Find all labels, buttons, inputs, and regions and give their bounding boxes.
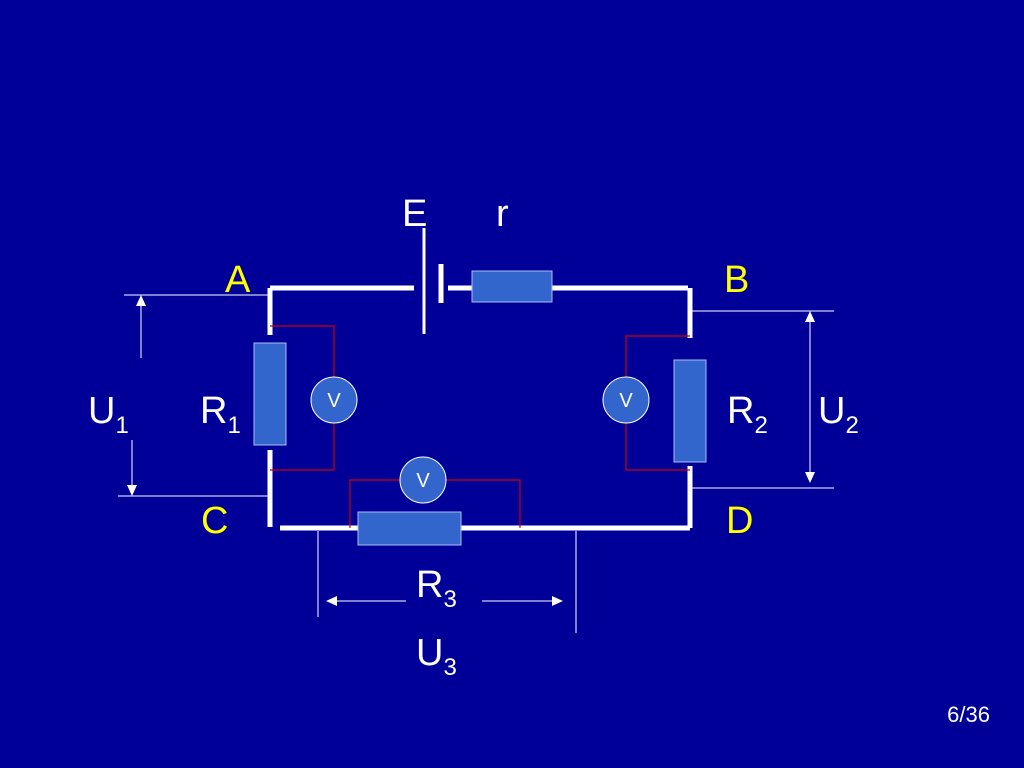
page-number: 6/36	[947, 702, 990, 727]
voltmeter-3: V	[399, 456, 447, 504]
u3-dimension	[317, 531, 577, 633]
point-b-label: B	[724, 259, 750, 301]
voltmeter-3-symbol: V	[416, 470, 430, 492]
point-d-label: D	[726, 500, 754, 542]
internal-resistor-r	[471, 270, 553, 303]
voltmeter-1: V	[310, 376, 358, 424]
u1-dimension	[118, 294, 270, 497]
u2-dimension	[690, 310, 834, 489]
r1-label: R1	[200, 390, 241, 439]
resistor-r3	[357, 511, 462, 546]
resistor-r2	[673, 359, 707, 463]
emf-label: E	[402, 193, 428, 235]
voltmeter-2: V	[602, 376, 650, 424]
resistor-r1	[253, 342, 287, 446]
r2-label: R2	[727, 390, 768, 439]
voltmeter-1-symbol: V	[327, 390, 341, 412]
u1-label: U1	[88, 390, 129, 439]
internal-resistance-label: r	[496, 193, 509, 235]
u3-label: U3	[416, 632, 457, 681]
point-c-label: C	[201, 500, 229, 542]
voltmeter-2-symbol: V	[619, 390, 633, 412]
point-a-label: A	[225, 259, 251, 301]
u2-label: U2	[818, 390, 859, 439]
r3-label: R3	[416, 564, 457, 613]
